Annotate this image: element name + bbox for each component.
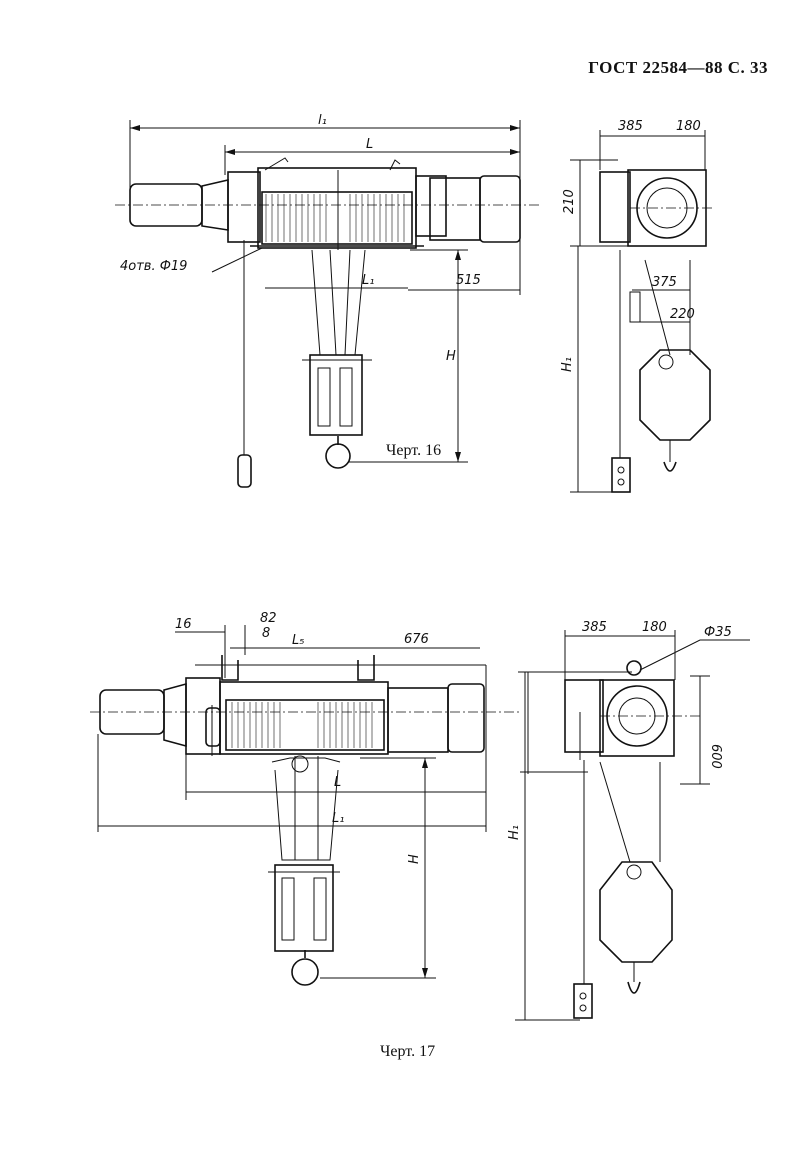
fig17-L-label: L [334,775,341,790]
fig17-16-label: 16 [175,617,192,632]
fig16-220-label: 220 [670,307,695,322]
fig16-L1-label: L₁ [362,273,374,288]
figure-17-front-view [90,625,522,986]
fig17-phi35-label: Ф35 [704,625,732,640]
fig17-82-label: 82 [260,611,277,626]
fig16-180-label: 180 [676,119,701,134]
fig17-H-label: H [407,854,422,864]
fig17-L5-label: L₅ [292,633,304,648]
page-header: ГОСТ 22584—88 С. 33 [588,58,768,77]
fig16-l1-label: l₁ [318,113,327,128]
fig17-8-label: 8 [262,626,270,641]
figure-16-side-view [570,130,712,493]
fig16-375-label: 375 [652,275,677,290]
fig17-L1-label: L₁ [332,811,344,826]
figure-16-front-view [115,120,540,488]
fig17-600-label: 600 [708,744,723,769]
fig16-holes-label: 4отв. Ф19 [120,259,187,274]
fig16-515-label: 515 [456,273,481,288]
fig17-H1-label: H₁ [507,825,522,840]
fig17-676-label: 676 [404,632,429,647]
fig16-385-label: 385 [618,119,643,134]
fig16-H1-label: H₁ [560,357,575,372]
fig17-180-label: 180 [642,620,667,635]
fig17-385-label: 385 [582,620,607,635]
figure-17-side-view [515,630,750,1021]
fig16-L-label: L [366,137,373,152]
fig16-H-label: H [446,349,456,364]
figure-17-caption: Черт. 17 [380,1043,436,1060]
fig16-210-label: 210 [562,189,577,214]
figure-16-caption: Черт. 16 [386,442,442,459]
